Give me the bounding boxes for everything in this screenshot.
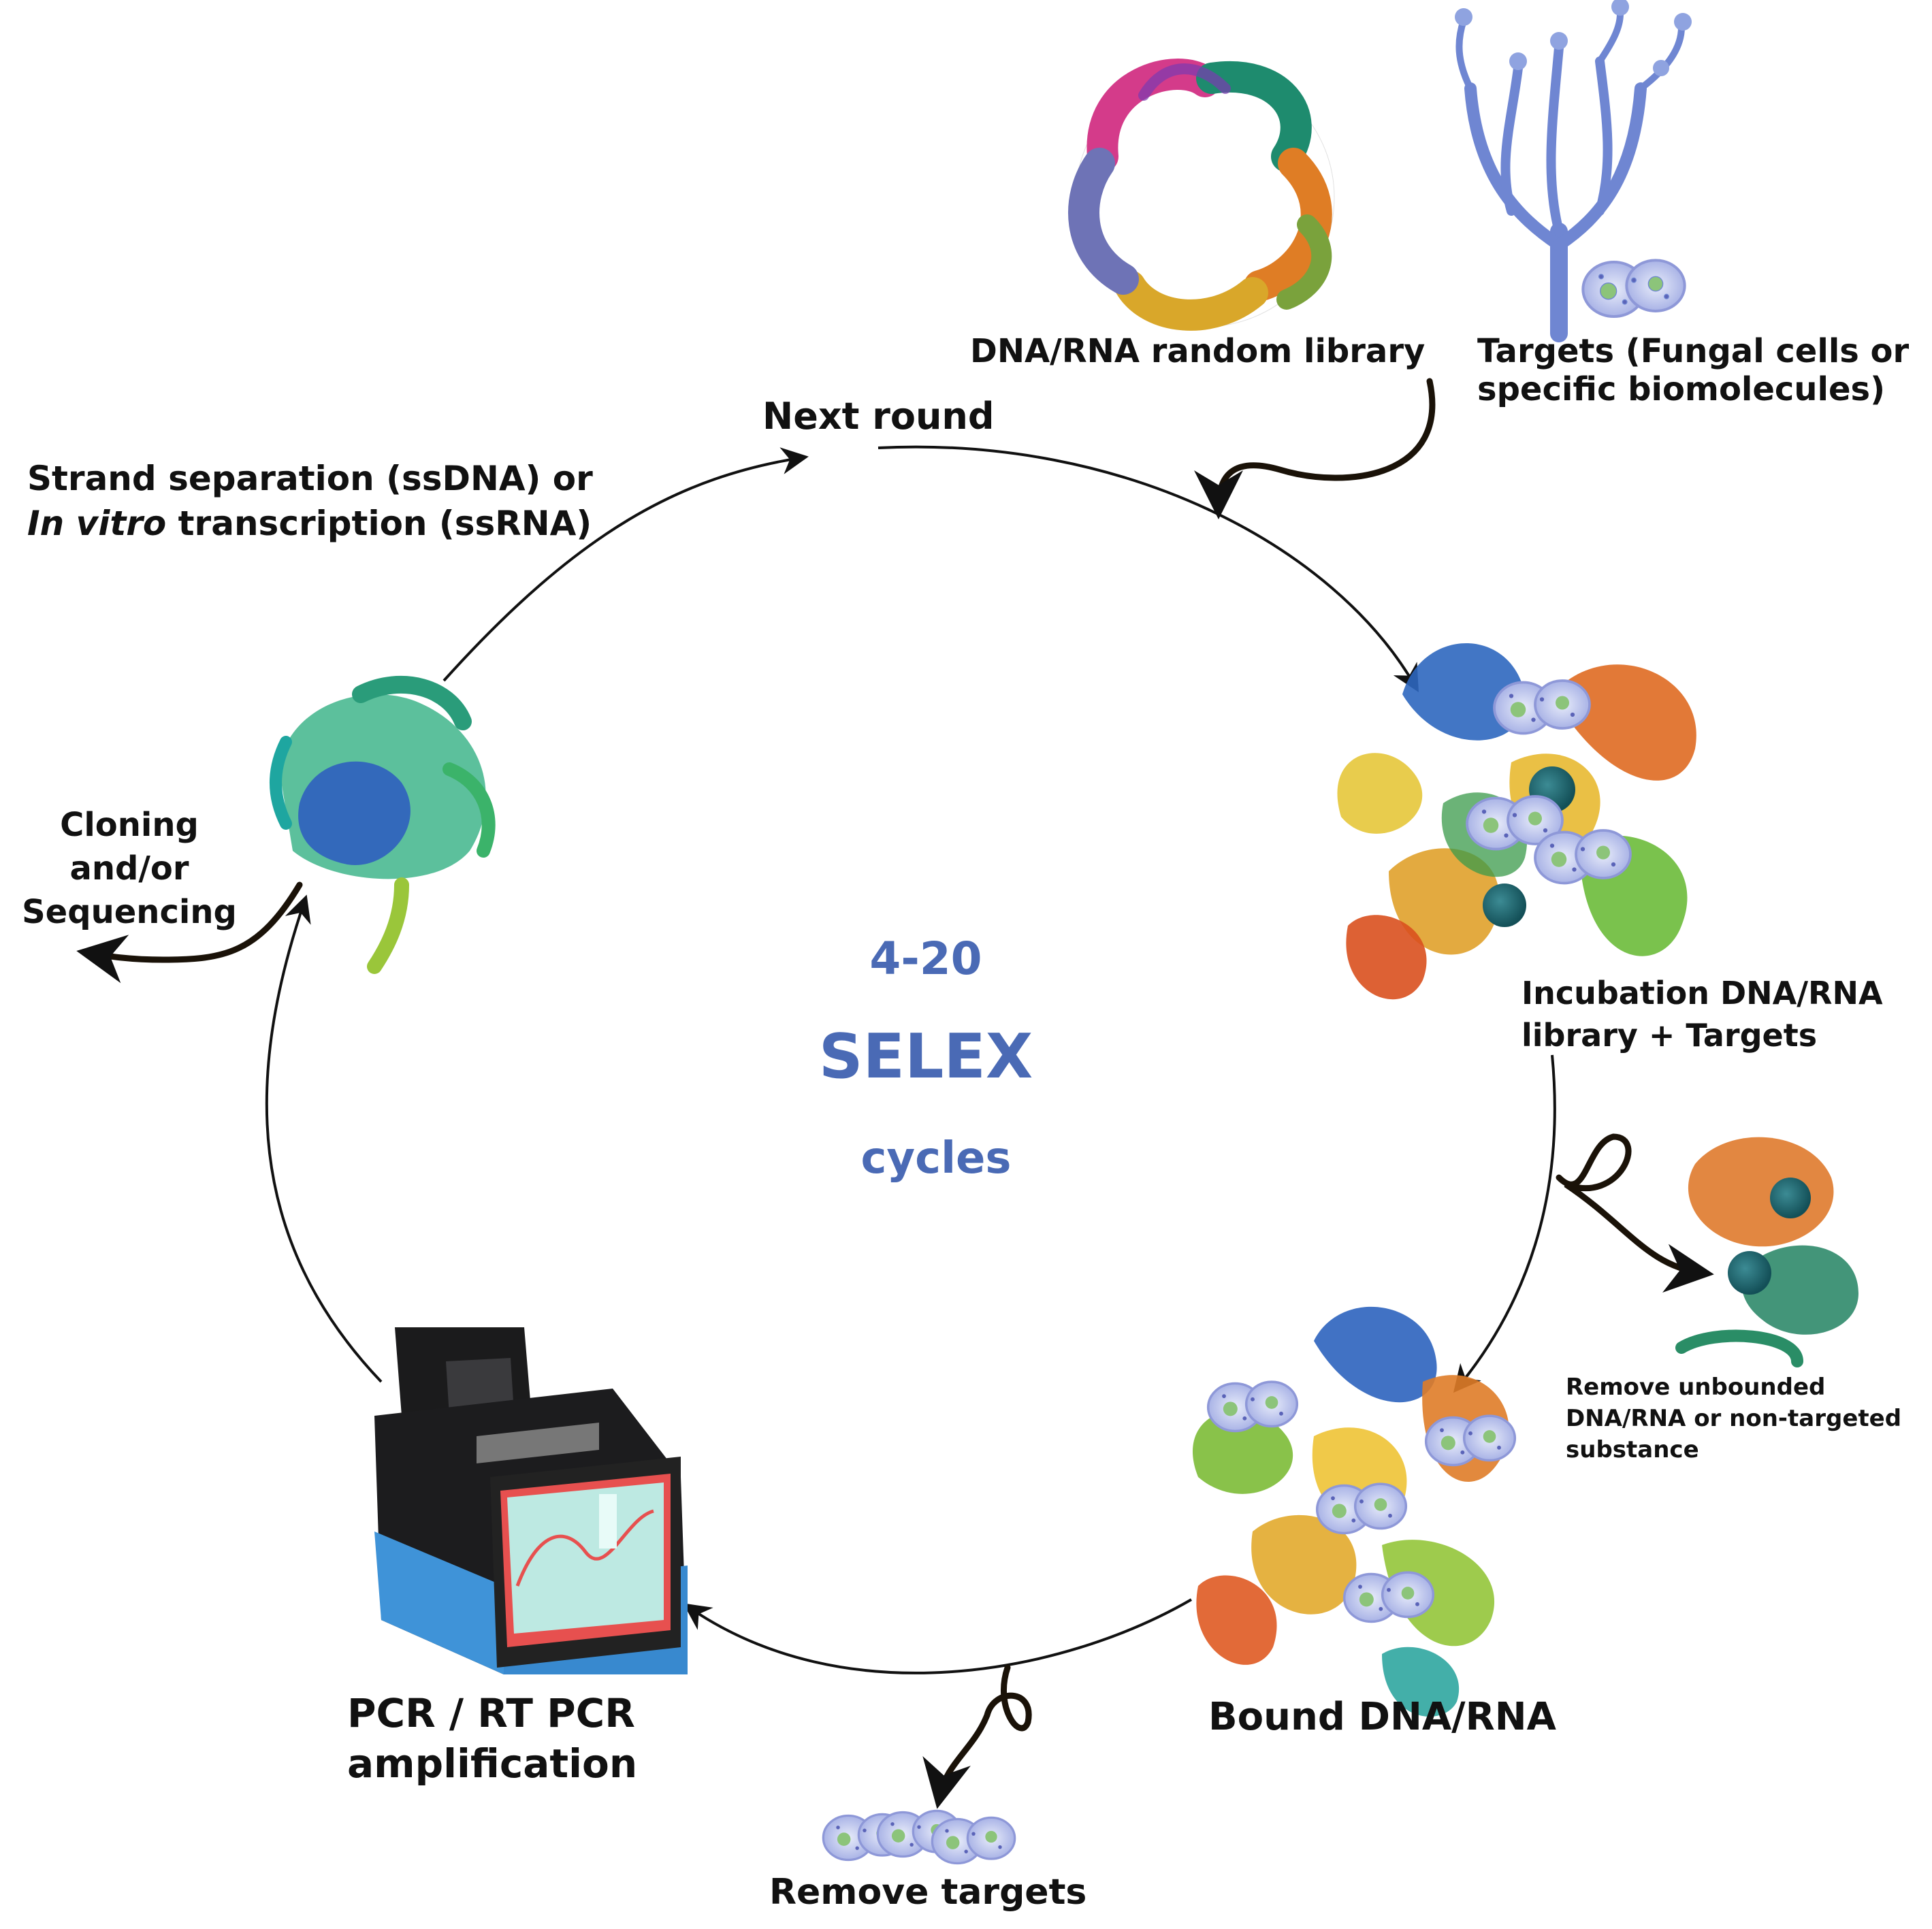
remove-unbound-line1: Remove unbounded <box>1566 1374 1826 1401</box>
arrow-to-bound <box>1453 1054 1556 1393</box>
cloning-label-line1: Cloning <box>60 806 199 844</box>
incubation-label: Incubation DNA/RNA library + Targets <box>1522 972 1883 1056</box>
remove-unbound-line2: DNA/RNA or non-targeted <box>1566 1405 1902 1432</box>
cycle-count: 4-20 <box>869 933 982 985</box>
diagram-title: SELEX <box>818 1021 1033 1092</box>
fungal-hyphae-icon <box>1455 0 1692 342</box>
remove-unbound-label: Remove unbounded DNA/RNA or non-targeted… <box>1566 1372 1901 1465</box>
protein-ring-icon <box>1068 59 1335 331</box>
cloning-label-line2: and/or <box>69 849 189 888</box>
bound-complex-icon <box>1192 1306 1517 1717</box>
incubation-label-line1: Incubation DNA/RNA <box>1522 975 1883 1011</box>
cloning-label-line3: Sequencing <box>22 893 237 931</box>
strand-label-line2: transcription (ssRNA) <box>166 504 592 543</box>
pcr-label-line1: PCR / RT PCR <box>347 1690 635 1736</box>
protein-complex-icon <box>1337 643 1696 1000</box>
next-round-label: Next round <box>762 395 995 438</box>
side-arrows <box>76 378 1714 1809</box>
strand-label-italic: In vitro <box>27 504 167 543</box>
remove-targets-label: Remove targets <box>769 1872 1087 1913</box>
pcr-label: PCR / RT PCR amplification <box>347 1688 637 1789</box>
unbound-complex-icon <box>1675 1137 1858 1367</box>
remove-unbound-line3: substance <box>1566 1436 1699 1463</box>
strand-label-line1: Strand separation (ssDNA) or <box>27 459 593 498</box>
diagram-subtitle: cycles <box>860 1133 1012 1184</box>
arrow-remove-targets <box>922 1664 1032 1809</box>
targets-label-line2: specific biomolecules) <box>1477 370 1886 408</box>
cloning-label: Cloning and/or Sequencing <box>14 803 245 934</box>
arrow-remove-unbound <box>1556 1133 1714 1293</box>
pcr-label-line2: amplification <box>347 1740 638 1787</box>
strand-separation-label: Strand separation (ssDNA) or In vitro tr… <box>27 456 593 546</box>
arrow-cloning-out <box>76 881 303 984</box>
arrow-next-round <box>442 447 809 682</box>
library-label: DNA/RNA random library <box>970 332 1426 370</box>
aptamer-protein-icon <box>270 676 496 974</box>
targets-label-line1: Targets (Fungal cells or <box>1477 332 1910 370</box>
arrow-to-cloning <box>265 894 383 1383</box>
arrow-library-input <box>1194 378 1436 519</box>
fungal-cells-icon <box>822 1809 1016 1865</box>
arrow-to-pcr <box>683 1598 1193 1674</box>
targets-label: Targets (Fungal cells or specific biomol… <box>1477 332 1909 408</box>
bound-label: Bound DNA/RNA <box>1208 1695 1556 1739</box>
incubation-label-line2: library + Targets <box>1522 1017 1818 1054</box>
pcr-machine-icon <box>374 1327 688 1674</box>
arrow-to-incubation <box>878 445 1419 692</box>
cycle-arrows <box>265 445 1556 1674</box>
